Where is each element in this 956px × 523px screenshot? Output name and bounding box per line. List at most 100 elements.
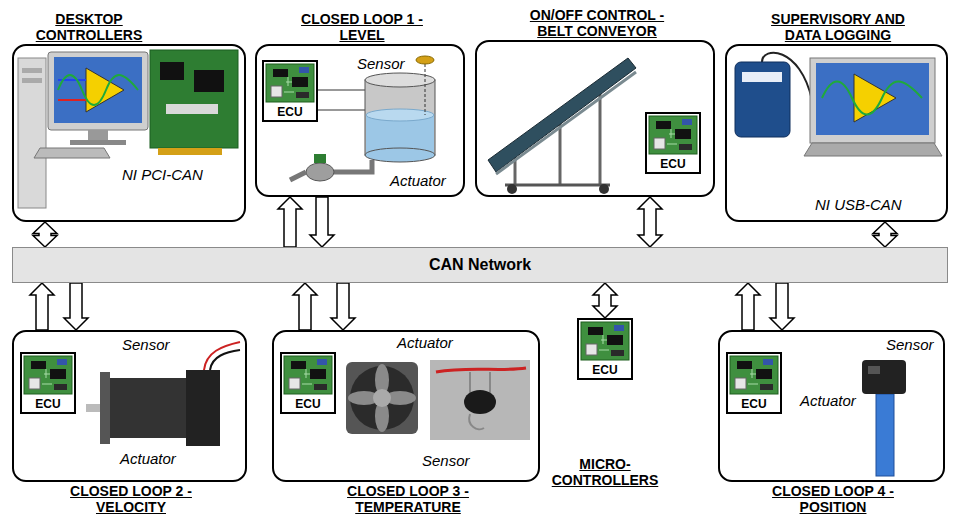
sine-wave [822, 82, 922, 115]
motor-flange [100, 372, 110, 444]
ecu-label: ECU [264, 105, 316, 119]
bus-arrow [293, 283, 317, 330]
device-label-plate [742, 72, 782, 82]
valve-actuator [314, 154, 326, 163]
system-box: DESKTOP CONTROLLERSNI PCI-CAN [12, 44, 246, 222]
section-heading: ON/OFF CONTROL - BELT CONVEYOR [522, 7, 672, 39]
sine-wave [58, 75, 138, 105]
ecu-label: ECU [282, 397, 334, 411]
sensor-rod [425, 64, 426, 115]
ecu-label: ECU [22, 397, 74, 411]
section-heading: CLOSED LOOP 3 - TEMPERATURE [333, 483, 483, 515]
bus-arrow [770, 283, 794, 330]
software-icon [854, 74, 896, 122]
device-label: Sensor [357, 55, 405, 72]
device-label: Sensor [122, 336, 170, 353]
system-box: CLOSED LOOP 2 - VELOCITYSensorActuatorEC… [12, 330, 247, 482]
bus-arrow [278, 197, 302, 247]
device-label: Actuator [120, 450, 176, 467]
signal-line [58, 99, 86, 101]
desktop-computer [18, 50, 238, 208]
conveyor-frame [496, 72, 636, 174]
laptop-base [804, 143, 942, 156]
valve-body [306, 163, 334, 181]
thermistor-photo [430, 360, 530, 440]
thermistor-lead [469, 414, 484, 429]
motor-shaft [86, 404, 100, 412]
conveyor-belt [488, 58, 636, 172]
wire [318, 90, 365, 91]
device-label: Sensor [422, 452, 470, 469]
motor-wire [210, 350, 240, 370]
bus-arrow [33, 222, 57, 247]
laptop-lid [810, 58, 935, 143]
ecu-box: ECU [280, 352, 336, 414]
pci-connector [166, 104, 218, 114]
monitor-stand [88, 130, 108, 140]
bus-arrow [638, 197, 662, 247]
system-box: CLOSED LOOP 1 - LEVELSensorActuatorECU [255, 44, 465, 197]
conveyor-base [505, 184, 610, 187]
laptop-screen [816, 63, 929, 135]
usb-can-device [735, 62, 790, 137]
supervisory-station [735, 53, 942, 156]
ecu-label: ECU [728, 397, 780, 411]
bus-arrow [736, 283, 760, 330]
thermistor-wire [436, 368, 526, 372]
ecu-board [266, 64, 314, 102]
dc-motor [86, 342, 240, 446]
bus-arrow [331, 283, 355, 330]
ecu-board [581, 322, 629, 360]
liquid-surface [366, 109, 434, 121]
pc-tower [18, 58, 46, 208]
ecu-box: ECU [645, 112, 701, 174]
pci-card [150, 50, 238, 148]
drive-slot [22, 78, 42, 83]
motor-wire [204, 342, 240, 370]
pci-chip [160, 62, 184, 80]
level-plant [290, 56, 435, 181]
system-box: SUPERVISORY AND DATA LOGGINGNI USB-CAN [725, 44, 948, 222]
ecu-label: ECU [579, 363, 631, 377]
motor-body [110, 378, 188, 438]
thermistor-bead [464, 390, 496, 414]
motor-encoder [186, 370, 220, 446]
bus-arrow [30, 283, 54, 330]
ecu-label: ECU [647, 157, 699, 171]
bus-arrow [310, 197, 334, 247]
ecu-box: ECU [726, 352, 782, 414]
pipe [290, 172, 306, 180]
bus-arrow [593, 283, 617, 318]
ecu-board [284, 356, 332, 394]
belt-conveyor [488, 58, 636, 194]
section-heading: CLOSED LOOP 4 - POSITION [758, 483, 908, 515]
device-label: Actuator [800, 392, 856, 409]
ecu-board [649, 116, 697, 154]
section-heading: DESKTOP CONTROLLERS [14, 11, 164, 43]
pci-chip [194, 70, 224, 92]
keyboard [34, 148, 110, 158]
bus-label: CAN Network [429, 256, 531, 274]
bus-arrow [64, 283, 88, 330]
section-heading: CLOSED LOOP 2 - VELOCITY [56, 483, 206, 515]
device-label: Actuator [397, 334, 453, 351]
monitor [48, 52, 148, 130]
system-box: ON/OFF CONTROL - BELT CONVEYORECU [475, 40, 715, 197]
ecu-board [24, 356, 72, 394]
conveyor-wheel [599, 184, 609, 194]
system-box: CLOSED LOOP 3 - TEMPERATUREActuatorSenso… [272, 330, 540, 482]
level-sensor [416, 56, 434, 64]
fan-and-thermistor [346, 360, 530, 440]
fan-frame [346, 362, 418, 434]
ecu-box: ECU [20, 352, 76, 414]
device-label: Actuator [390, 172, 446, 189]
system-box: CLOSED LOOP 4 - POSITIONSensorActuatorEC… [718, 330, 945, 482]
pci-edge-contacts [158, 148, 222, 155]
ecu-board [730, 356, 778, 394]
tank-bottom [365, 148, 435, 162]
pipe [334, 160, 372, 172]
can-bus-band: CAN Network [12, 247, 948, 283]
fan-hub [373, 389, 391, 407]
device-label: NI PCI-CAN [122, 166, 203, 183]
